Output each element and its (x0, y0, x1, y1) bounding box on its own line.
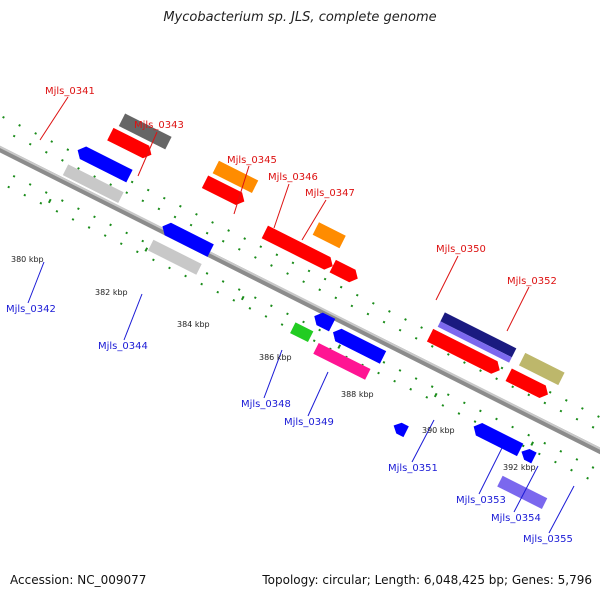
gene-block-mjls-0350-b[interactable] (437, 321, 512, 363)
leader-lines-bottom (27, 261, 575, 534)
gene-block-mjls-0355[interactable] (497, 475, 548, 509)
cds-arrow[interactable] (261, 225, 311, 260)
gene-labels-top: Mjls_0341 Mjls_0343 Mjls_0345 Mjls_0346 … (45, 86, 557, 287)
gene-block-mjls-0348[interactable] (290, 322, 314, 343)
gene-label[interactable]: Mjls_0344 (98, 341, 148, 352)
gene-block-mjls-0344[interactable] (148, 239, 202, 275)
cds-arrow[interactable] (519, 446, 537, 464)
gene-label[interactable]: Mjls_0351 (388, 463, 438, 474)
gene-label[interactable]: Mjls_0346 (268, 172, 318, 183)
genome-backbone (0, 108, 600, 492)
gene-label[interactable]: Mjls_0341 (45, 86, 95, 97)
cds-arrow[interactable] (329, 259, 361, 285)
gene-block-mjls-0346[interactable] (312, 222, 346, 249)
ruler-label: 384 kbp (177, 320, 210, 329)
gene-label[interactable]: Mjls_0355 (523, 534, 573, 545)
ruler-ticks (48, 198, 535, 446)
gene-label[interactable]: Mjls_0343 (134, 120, 184, 131)
ruler-labels: 380 kbp 382 kbp 384 kbp 386 kbp 388 kbp … (11, 255, 536, 472)
ruler-label: 380 kbp (11, 255, 44, 264)
gene-block-mjls-0342[interactable] (62, 164, 124, 203)
gene-label[interactable]: Mjls_0352 (507, 276, 557, 287)
ruler-label: 390 kbp (422, 426, 455, 435)
gene-label[interactable]: Mjls_0345 (227, 155, 277, 166)
cds-arrow[interactable] (330, 326, 387, 364)
cds-arrow[interactable] (201, 175, 248, 207)
cds-arrow[interactable] (74, 144, 133, 183)
accession-text: Accession: NC_009077 (10, 573, 147, 587)
gene-label[interactable]: Mjls_0347 (305, 188, 355, 199)
gene-label[interactable]: Mjls_0350 (436, 244, 486, 255)
cds-arrow[interactable] (471, 420, 524, 457)
map-title: Mycobacterium sp. JLS, complete genome (163, 10, 437, 25)
forward-strand-features (107, 113, 565, 400)
cds-arrow[interactable] (426, 328, 503, 377)
gene-label[interactable]: Mjls_0354 (491, 513, 541, 524)
ruler-label: 392 kbp (503, 463, 536, 472)
ruler-label: 388 kbp (341, 390, 374, 399)
ruler-label: 382 kbp (95, 288, 128, 297)
cds-arrow[interactable] (107, 127, 154, 161)
gene-block-mjls-0341[interactable] (118, 113, 172, 150)
cds-arrow[interactable] (311, 310, 336, 332)
gene-block-mjls-0350[interactable] (440, 312, 517, 358)
reverse-strand-features (62, 144, 548, 509)
gene-label[interactable]: Mjls_0349 (284, 417, 334, 428)
genome-map: Mjls_0341 Mjls_0343 Mjls_0345 Mjls_0346 … (0, 83, 600, 545)
cds-arrow[interactable] (159, 220, 214, 257)
cds-arrow[interactable] (391, 420, 409, 438)
gene-block-mjls-0349[interactable] (313, 342, 371, 380)
cds-arrow[interactable] (299, 244, 336, 273)
gene-labels-bottom: Mjls_0342 Mjls_0344 Mjls_0348 Mjls_0349 … (6, 304, 573, 545)
genome-stats-text: Topology: circular; Length: 6,048,425 bp… (262, 573, 592, 587)
gene-block-mjls-0343[interactable] (212, 160, 259, 194)
ruler-label: 386 kbp (259, 353, 292, 362)
gene-label[interactable]: Mjls_0353 (456, 495, 506, 506)
leader-lines-top (39, 96, 530, 332)
gene-label[interactable]: Mjls_0348 (241, 399, 291, 410)
gene-label[interactable]: Mjls_0342 (6, 304, 56, 315)
gene-block-mjls-0352[interactable] (518, 352, 565, 386)
cds-arrow[interactable] (505, 368, 552, 400)
